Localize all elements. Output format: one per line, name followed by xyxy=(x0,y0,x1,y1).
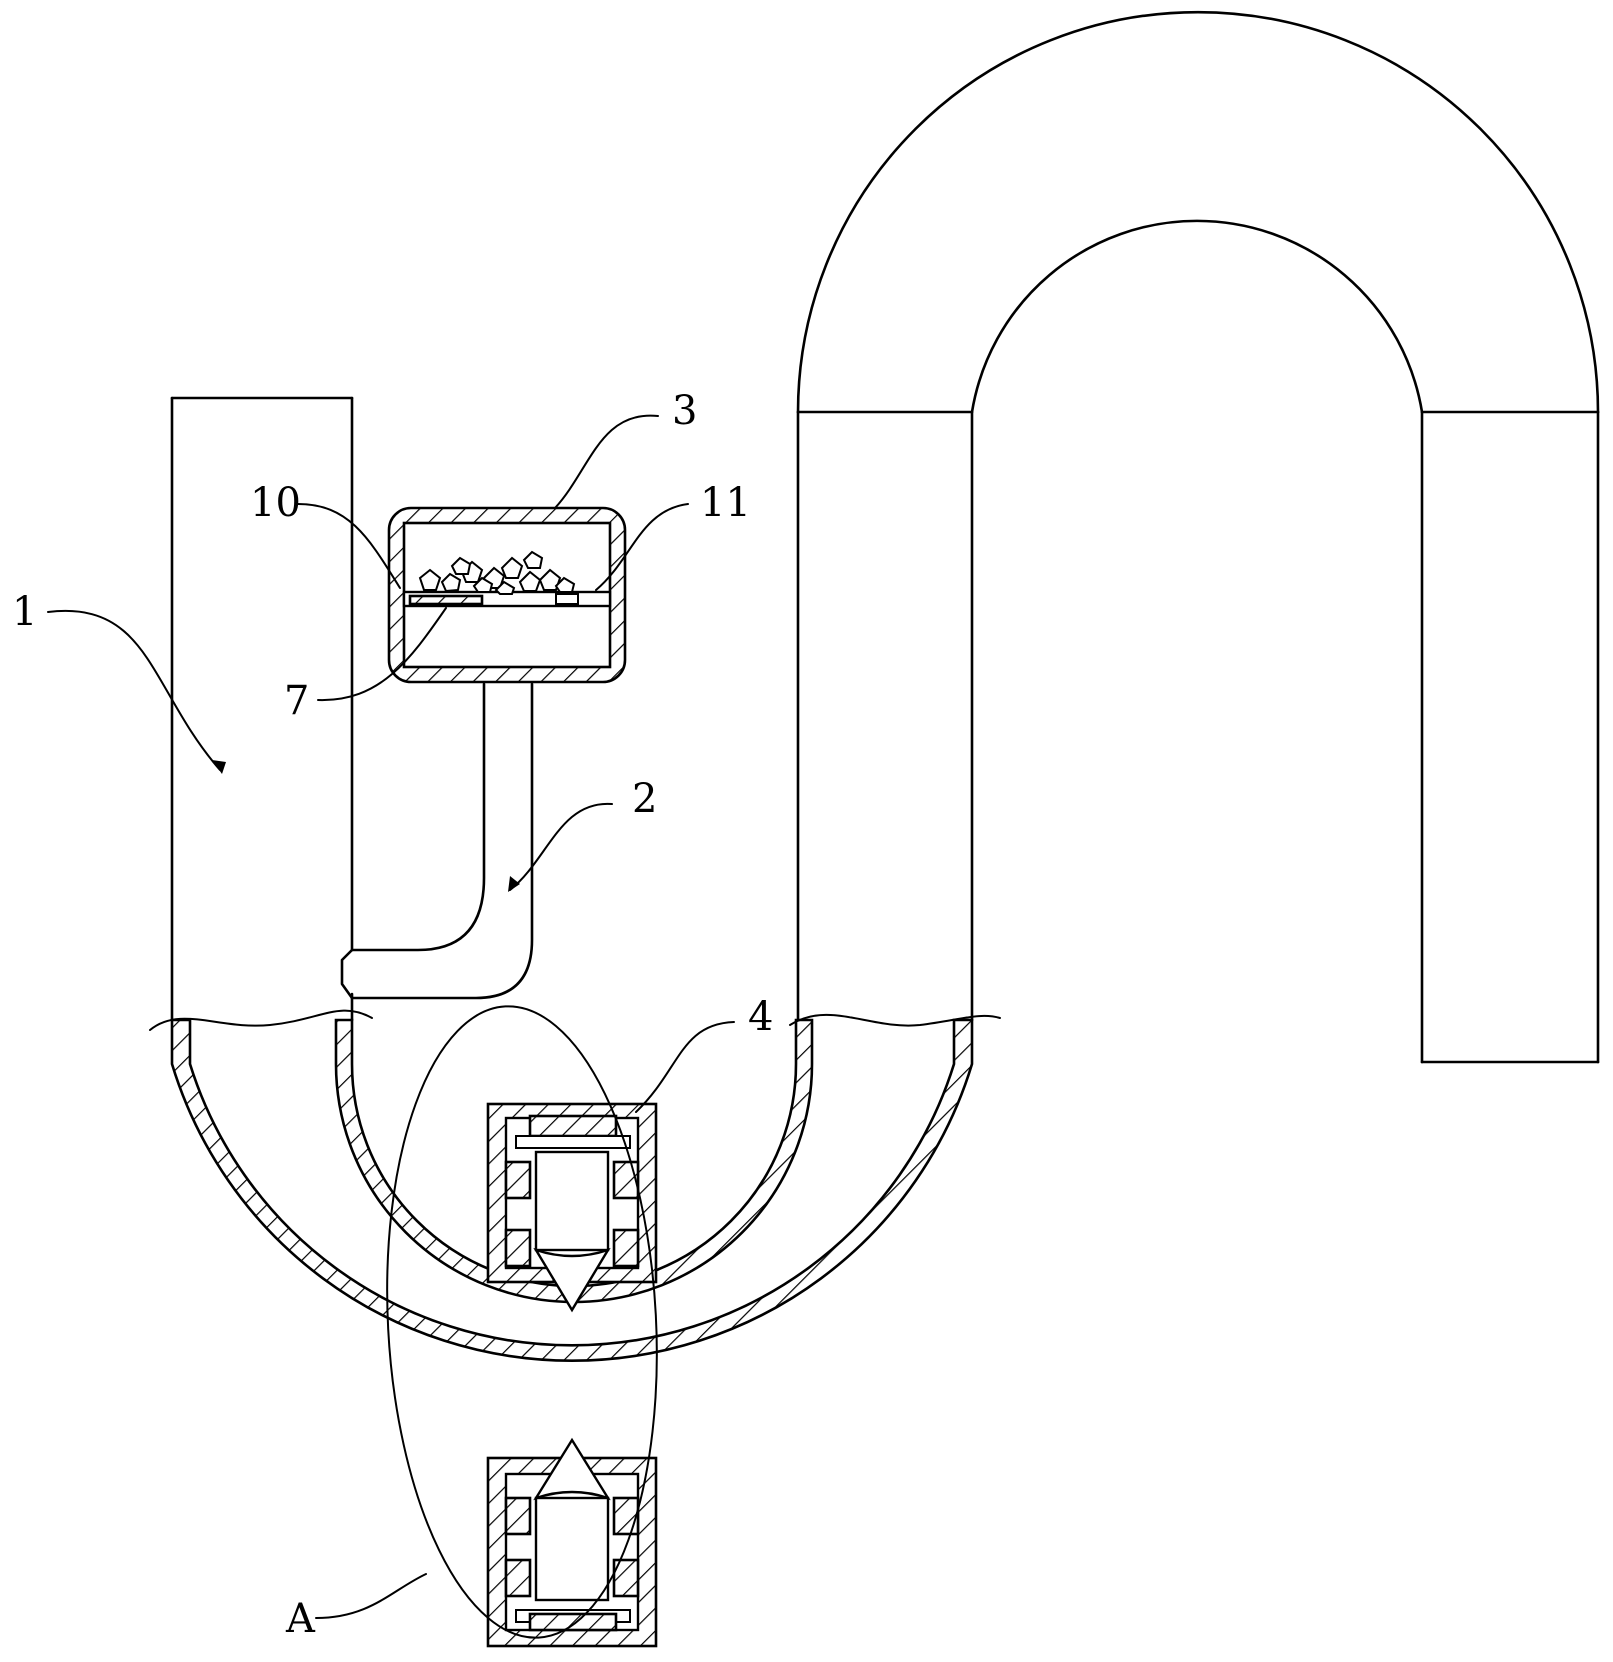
label-10: 10 xyxy=(250,480,301,526)
arrow-tip-1 xyxy=(212,760,226,774)
particles xyxy=(418,550,576,595)
label-4: 4 xyxy=(748,994,773,1040)
device-upper xyxy=(486,1102,658,1313)
label-7: 7 xyxy=(284,678,309,724)
label-1: 1 xyxy=(12,589,37,635)
label-11: 11 xyxy=(700,480,751,526)
leader-lines xyxy=(47,414,735,1619)
label-a: A xyxy=(285,1596,316,1642)
u-trap xyxy=(149,1009,1001,1362)
device-lower xyxy=(486,1437,658,1648)
box-3 xyxy=(387,506,627,684)
inverted-u-pipe xyxy=(796,10,1600,1064)
detail-ellipse-a xyxy=(386,1005,658,1639)
arrow-tip-2 xyxy=(508,876,520,892)
branch-pipe xyxy=(340,682,534,1000)
label-2: 2 xyxy=(632,776,657,822)
label-3: 3 xyxy=(672,388,697,434)
